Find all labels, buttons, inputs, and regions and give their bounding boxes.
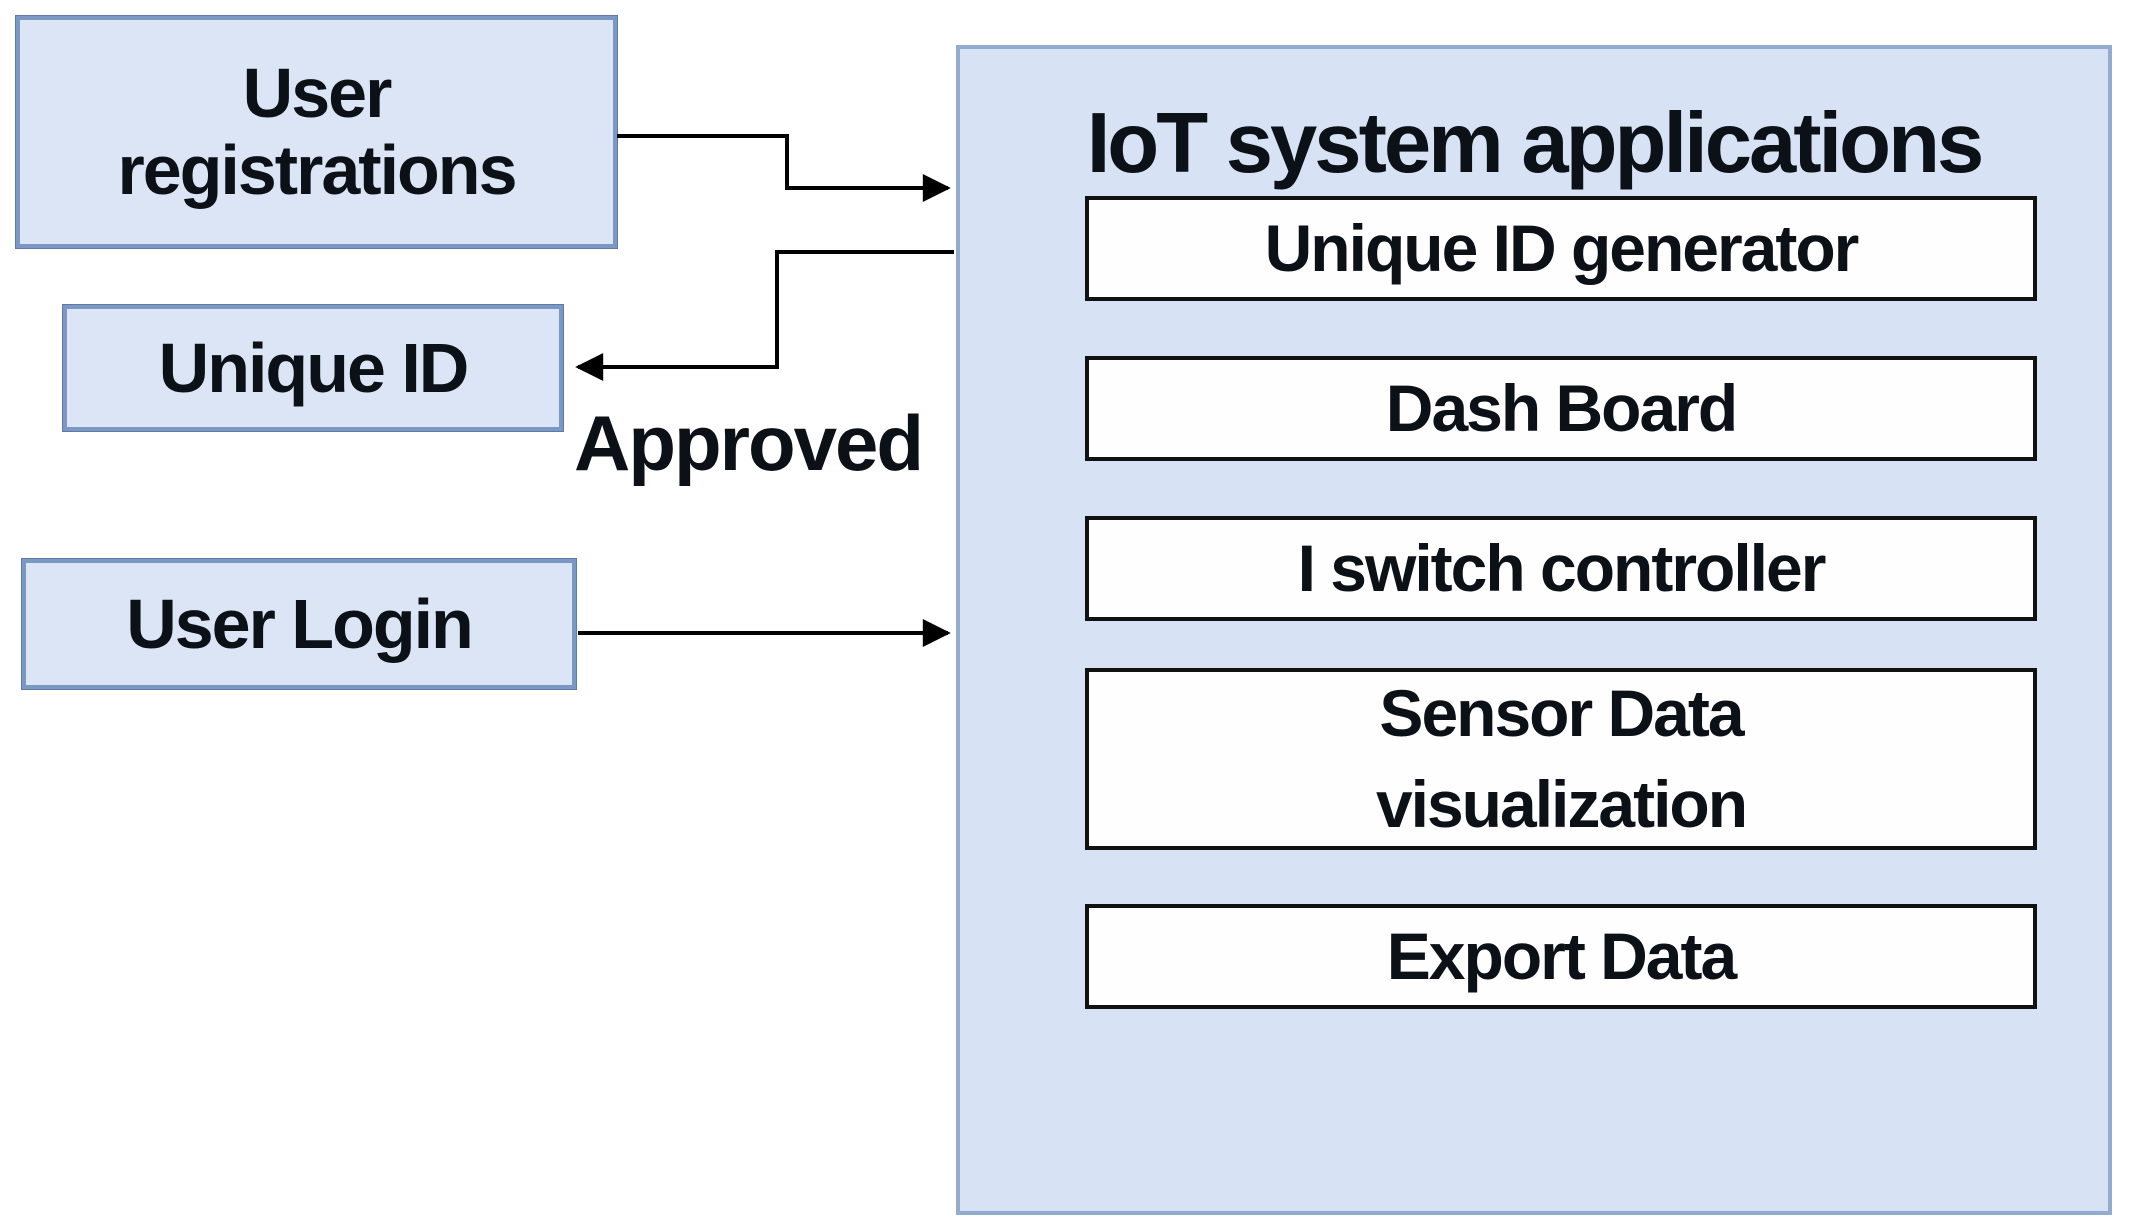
node-label: User Login: [126, 584, 474, 663]
arrow-registrations-to-system: [617, 134, 951, 202]
node-user-registrations: User registrations: [15, 15, 618, 249]
node-label: User registrations: [117, 54, 518, 209]
module-i-switch-controller: I switch controller: [1085, 516, 2037, 621]
module-label: Dash Board: [1385, 370, 1738, 445]
module-label: Export Data: [1386, 918, 1737, 993]
edge-label-approved: Approved: [573, 399, 924, 487]
node-label: Unique ID: [158, 328, 470, 407]
module-label: Sensor Data visualization: [1375, 675, 1748, 841]
module-dash-board: Dash Board: [1085, 356, 2037, 461]
arrow-system-to-unique-id: [575, 250, 954, 381]
node-user-login: User Login: [21, 558, 577, 690]
panel-title: IoT system applications: [1086, 96, 1985, 191]
module-label: I switch controller: [1297, 530, 1827, 605]
module-export-data: Export Data: [1085, 904, 2037, 1009]
module-label: Unique ID generator: [1264, 210, 1860, 285]
node-unique-id: Unique ID: [62, 304, 564, 432]
module-unique-id-generator: Unique ID generator: [1085, 196, 2037, 301]
module-sensor-data-visualization: Sensor Data visualization: [1085, 668, 2037, 850]
